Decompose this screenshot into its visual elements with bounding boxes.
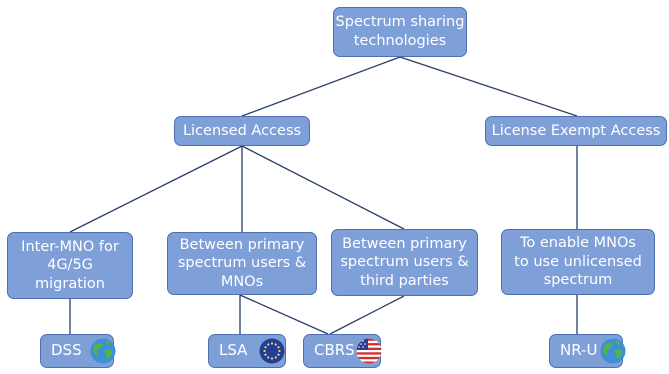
- node-primary-users-third-parties: Between primary spectrum users & third p…: [331, 229, 478, 296]
- edge-root-licensed: [241, 56, 401, 117]
- edge-primarymnos-cbrs: [239, 294, 329, 335]
- edge-primarythird-cbrs: [329, 295, 405, 335]
- globe-icon: [90, 338, 116, 364]
- cbrs-label: CBRS: [314, 341, 355, 360]
- edge-licensed-intermno: [69, 145, 243, 233]
- node-licensed-access: Licensed Access: [174, 116, 310, 146]
- node-license-exempt-access: License Exempt Access: [485, 116, 667, 146]
- us-flag-icon: [356, 338, 382, 364]
- node-primary-users-mnos: Between primary spectrum users & MNOs: [167, 232, 317, 295]
- edge-licensed-primarythird: [241, 145, 405, 230]
- lsa-label: LSA: [219, 341, 248, 360]
- node-spectrum-sharing-technologies: Spectrum sharing technologies: [333, 7, 467, 57]
- eu-flag-icon: [259, 338, 285, 364]
- globe-icon: [600, 338, 626, 364]
- dss-label: DSS: [51, 341, 82, 360]
- edge-root-exempt: [399, 56, 578, 117]
- node-unlicensed-spectrum: To enable MNOs to use unlicensed spectru…: [501, 229, 655, 295]
- nru-label: NR-U: [560, 341, 598, 360]
- node-inter-mno: Inter-MNO for 4G/5G migration: [7, 232, 133, 299]
